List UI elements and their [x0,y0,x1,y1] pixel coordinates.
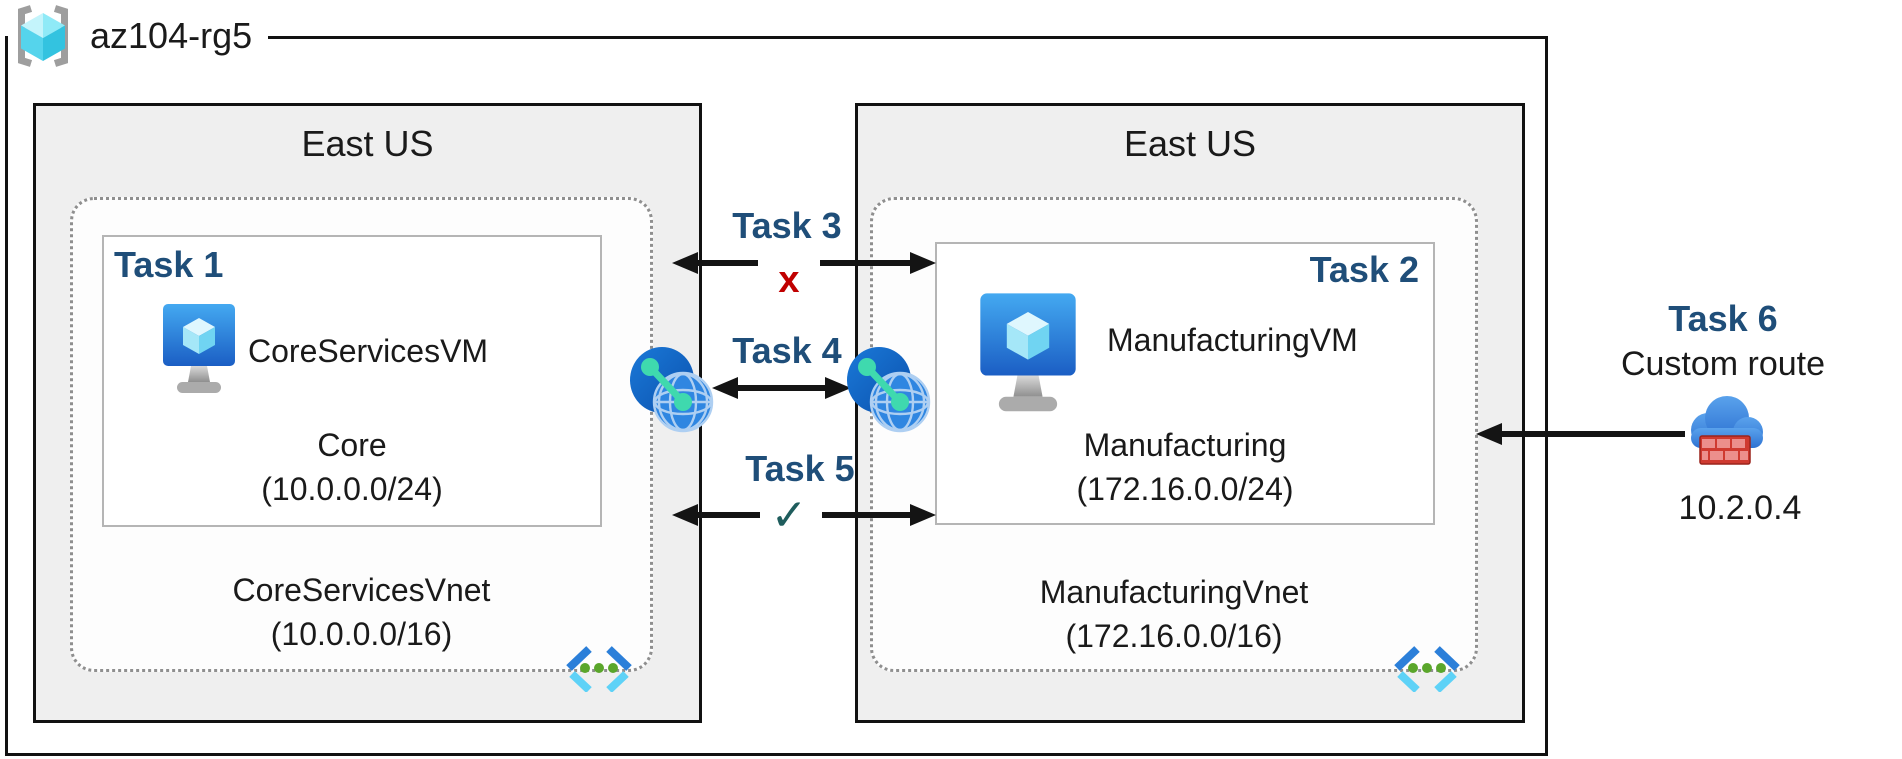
subnet-right-caption: Manufacturing (172.16.0.0/24) [937,423,1433,511]
vm-right-name: ManufacturingVM [1107,322,1358,358]
task5-label: Task 5 [745,448,855,489]
resource-group-label: az104-rg5 [8,2,269,72]
region-right-title: East US [1123,123,1257,164]
vm-icon [163,304,235,393]
subnet-right-name: Manufacturing [1083,427,1287,463]
vm-left-name: CoreServicesVM [248,333,489,369]
task6-label: Task 6 [1668,298,1778,339]
task6-ip-label: 10.2.0.4 [1678,489,1802,527]
task4-label: Task 4 [732,330,842,371]
task3-blocked-mark: x [778,259,800,301]
vnet-right-name: ManufacturingVnet [1039,574,1309,610]
vnet-icon [566,646,632,692]
region-left-title: East US [301,123,434,164]
vm-icon [980,293,1076,412]
vnet-left-caption: CoreServicesVnet (10.0.0.0/16) [70,568,653,656]
firewall-cloud-icon [1691,396,1763,465]
subnet-left-name: Core [317,427,387,463]
vnet-right-caption: ManufacturingVnet (172.16.0.0/16) [870,570,1478,658]
task2-label: Task 2 [1309,249,1419,290]
vnet-peering-icon [847,347,931,433]
resource-group-icon [18,5,68,67]
task3-label: Task 3 [732,205,842,246]
task3-arrow-icon [672,252,936,274]
task6-arrow-icon [1476,423,1685,445]
subnet-left-box: Task 1 CoreServicesVM Core (10.0.0.0/24) [102,235,602,527]
subnet-left-caption: Core (10.0.0.0/24) [104,423,600,511]
vnet-left-name: CoreServicesVnet [232,572,491,608]
task1-label: Task 1 [114,244,224,285]
task5-allowed-mark: ✓ [770,490,808,541]
task5-arrow-icon [672,504,936,526]
task4-arrow-icon [712,377,851,399]
subnet-right-box: Task 2 ManufacturingVM Manufacturing (17… [935,242,1435,525]
subnet-right-cidr: (172.16.0.0/24) [1076,471,1294,507]
subnet-left-cidr: (10.0.0.0/24) [261,471,443,507]
resource-group-name: az104-rg5 [90,15,253,56]
vnet-right-cidr: (172.16.0.0/16) [1065,618,1283,654]
task6-sublabel: Custom route [1620,345,1826,383]
vnet-peering-icon [630,347,714,433]
vnet-left-cidr: (10.0.0.0/16) [270,616,453,652]
vnet-icon [1394,646,1460,692]
